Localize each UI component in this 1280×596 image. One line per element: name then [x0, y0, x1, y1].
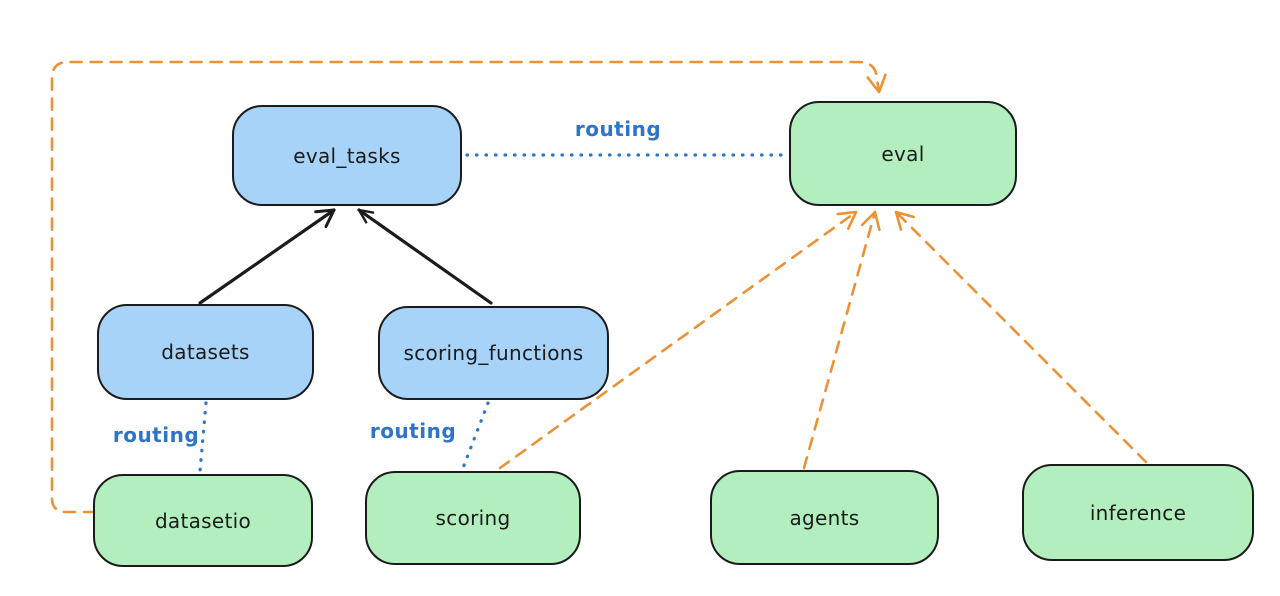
node-agents: agents — [710, 470, 939, 565]
node-eval-tasks-label: eval_tasks — [293, 143, 401, 168]
edge-scoring-functions-to-scoring-routing — [461, 401, 490, 470]
routing-label-eval-tasks-eval: routing — [574, 117, 662, 141]
node-scoring: scoring — [365, 471, 581, 565]
edge-datasetio-to-eval — [50, 60, 887, 514]
node-eval-label: eval — [881, 141, 925, 166]
edge-agents-to-eval — [802, 210, 881, 470]
node-inference-label: inference — [1089, 500, 1187, 525]
node-datasets: datasets — [97, 304, 314, 400]
edge-datasets-to-datasetio-routing — [198, 401, 208, 473]
node-scoring-functions-label: scoring_functions — [403, 341, 584, 365]
node-datasets-label: datasets — [161, 340, 250, 364]
node-scoring-label: scoring — [435, 506, 511, 530]
node-eval: eval — [789, 101, 1017, 206]
node-scoring-functions: scoring_functions — [378, 306, 609, 400]
node-eval-tasks: eval_tasks — [232, 105, 462, 206]
node-datasetio-label: datasetio — [154, 508, 252, 533]
edge-scoring-to-eval — [498, 210, 858, 470]
routing-label-datasets-datasetio: routing — [112, 423, 200, 447]
edge-inference-to-eval — [894, 210, 1148, 464]
routing-label-scoring-functions-scoring: routing — [369, 419, 457, 443]
node-inference: inference — [1022, 464, 1254, 561]
edge-scoring-functions-to-eval-tasks — [357, 208, 493, 305]
edge-datasets-to-eval-tasks — [198, 208, 336, 305]
node-datasetio: datasetio — [93, 474, 313, 567]
node-agents-label: agents — [789, 505, 860, 530]
